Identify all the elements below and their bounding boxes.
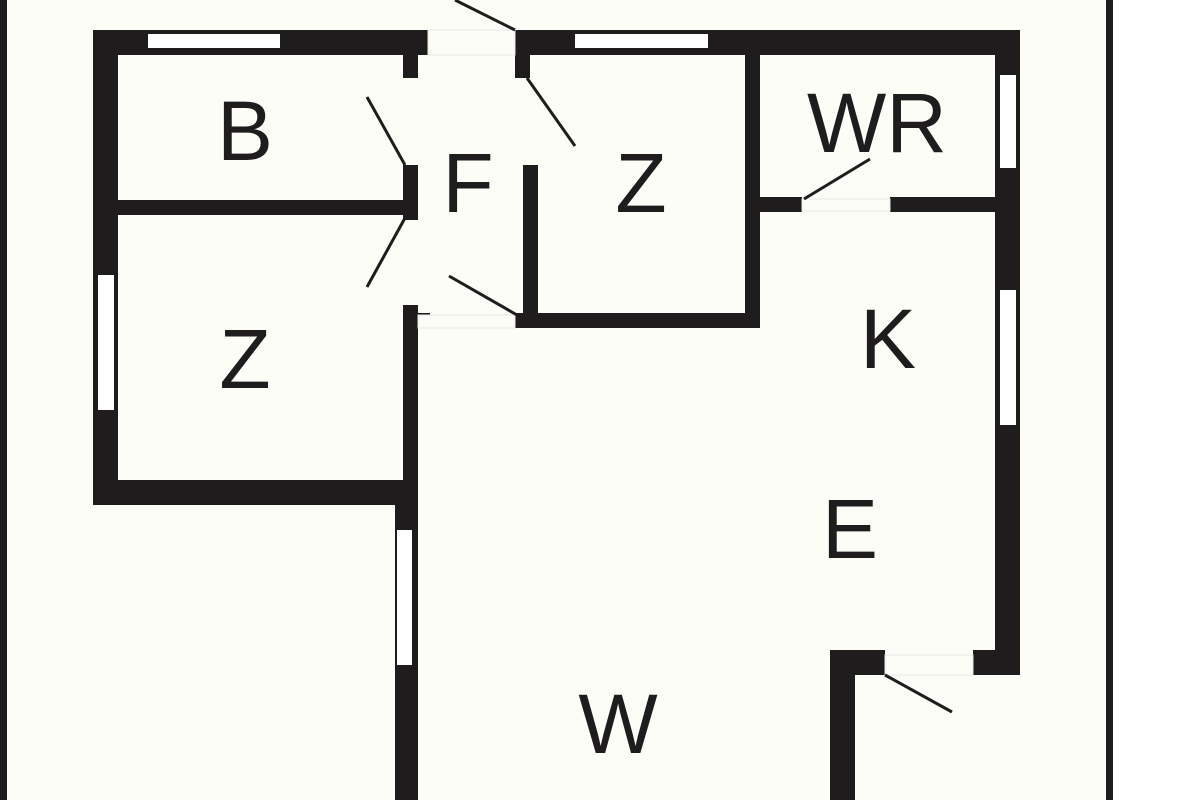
- window: [575, 34, 708, 48]
- door-swing-terrace: [884, 673, 953, 714]
- room-label-k: K: [860, 292, 916, 386]
- room-label-e: E: [822, 482, 878, 576]
- room-label-f: F: [442, 136, 493, 230]
- door-openings: [417, 29, 974, 676]
- door-swings: [365, 0, 953, 714]
- outside-area: [1113, 0, 1200, 800]
- walls: [93, 30, 1020, 800]
- frame-right: [1106, 0, 1113, 800]
- room-label-wr: WR: [807, 76, 947, 170]
- room-label-w: W: [578, 677, 657, 771]
- room-label-z-top: Z: [615, 136, 666, 230]
- window: [397, 530, 412, 665]
- door-swing-entrance: [454, 0, 516, 32]
- door-swing-wr: [803, 157, 871, 201]
- door-swing-z-left: [365, 217, 407, 288]
- room-label-z-left: Z: [219, 312, 270, 406]
- window: [1000, 290, 1016, 425]
- window: [148, 34, 280, 48]
- windows: [98, 34, 1016, 665]
- room-label-b: B: [217, 84, 273, 178]
- door-swing-living: [448, 274, 518, 317]
- room-labels: B F Z WR Z K E W: [217, 76, 947, 771]
- window: [1000, 75, 1016, 168]
- window: [98, 275, 114, 410]
- door-swing-z-top: [525, 77, 577, 147]
- door-swing-b: [365, 96, 407, 166]
- frame-left: [0, 0, 7, 800]
